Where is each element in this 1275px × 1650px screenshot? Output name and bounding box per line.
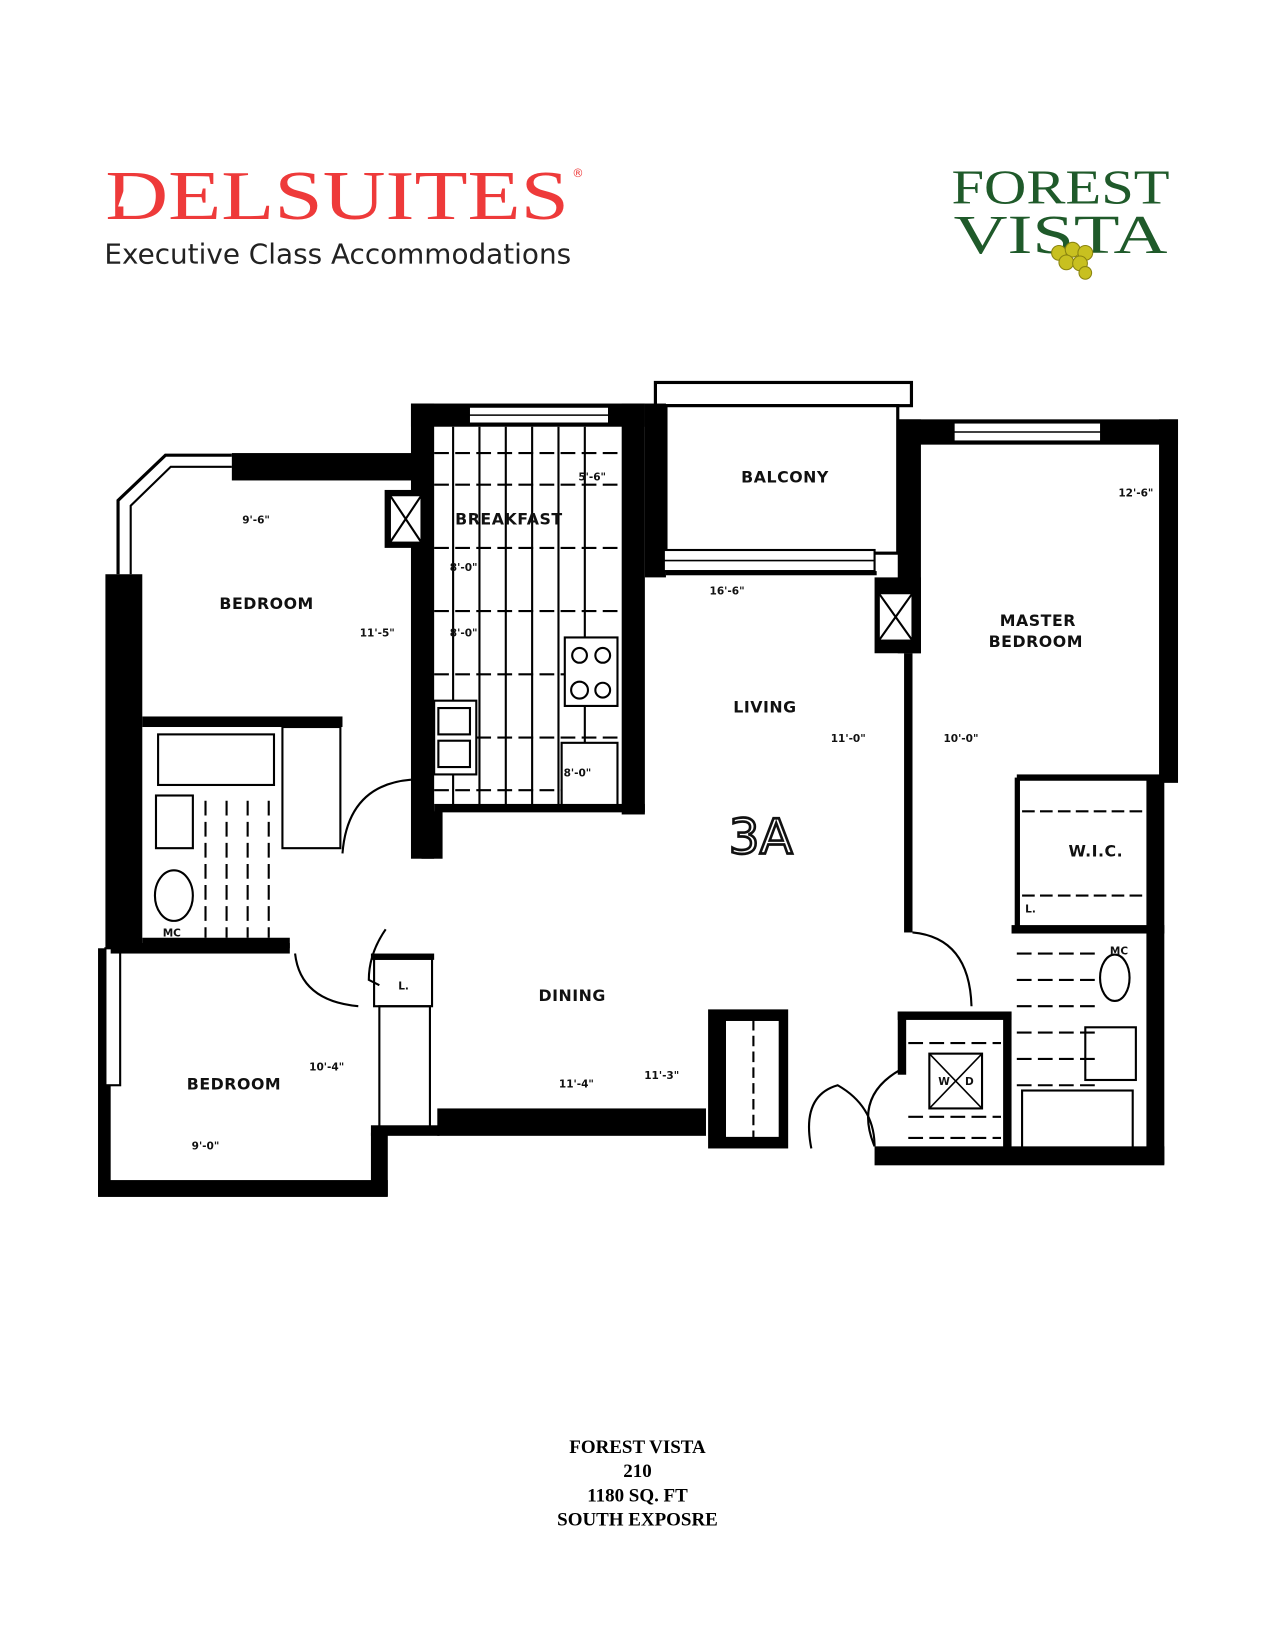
bedroom-1-width: 9'-6": [242, 515, 270, 527]
grapes-icon: [1051, 241, 1094, 280]
delsuites-wordmark: DELSUITES: [105, 158, 569, 235]
registered-mark: ®: [572, 166, 584, 180]
dining-label: DINING: [538, 986, 605, 1005]
wic-label: W.I.C.: [1068, 842, 1123, 861]
linen-label-1: L.: [398, 980, 409, 992]
forest-vista-logo: FOREST VISTA: [951, 161, 1170, 280]
bedroom-2-walls: [98, 943, 388, 1197]
balcony-walls: [644, 380, 914, 578]
footer-exposure: SOUTH EXPOSRE: [557, 1510, 718, 1531]
footer: FOREST VISTA 210 1180 SQ. FT SOUTH EXPOS…: [557, 1437, 718, 1531]
master-width: 12'-6": [1118, 487, 1153, 499]
mc-label-1: MC: [163, 928, 181, 940]
dining-width: 11'-4": [559, 1078, 594, 1090]
master-label-line2: BEDROOM: [989, 632, 1083, 651]
breakfast-dim-2: 8'-0": [450, 562, 478, 574]
bedroom-1-walls: [105, 453, 414, 949]
breakfast-label: BREAKFAST: [455, 510, 563, 529]
bedroom-1-length: 11'-5": [360, 627, 395, 639]
bedroom-1-label: BEDROOM: [219, 594, 313, 613]
mc-label-2: MC: [1110, 946, 1128, 958]
balcony-label: BALCONY: [741, 468, 829, 487]
dining-length: 11'-3": [644, 1070, 679, 1082]
bedroom-2-length: 10'-4": [309, 1061, 344, 1073]
footer-building: FOREST VISTA: [569, 1437, 706, 1458]
living-width: 16'-6": [710, 585, 745, 597]
delsuites-logo: DELSUITES ® Executive Class Accommodatio…: [104, 158, 583, 270]
living-length: 11'-0": [831, 733, 866, 745]
washer-label: W: [938, 1076, 950, 1088]
bedroom-2-label: BEDROOM: [187, 1074, 281, 1093]
delsuites-tagline: Executive Class Accommodations: [104, 239, 571, 270]
breakfast-dim-3: 8'-0": [450, 627, 478, 639]
master-label-line1: MASTER: [1000, 611, 1076, 630]
master-walls: [874, 419, 1179, 1165]
breakfast-walls: [384, 403, 645, 859]
delsuites-delta-icon: [118, 185, 133, 207]
dining-walls: [367, 928, 876, 1149]
master-length: 10'-0": [943, 733, 978, 745]
forest-vista-line1: FOREST: [951, 161, 1169, 214]
breakfast-dim-4: 8'-0": [564, 768, 592, 780]
breakfast-dim-1: 5'-6": [578, 471, 606, 483]
living-label: LIVING: [733, 697, 796, 716]
unit-label: 3A: [729, 809, 793, 865]
floor-plan: BEDROOM 9'-6" 11'-5" BREAKFAST 5'-6" 8'-…: [98, 380, 1179, 1197]
linen-label-2: L.: [1025, 903, 1036, 915]
bedroom-2-width: 9'-0": [192, 1141, 220, 1153]
footer-area: 1180 SQ. FT: [587, 1485, 688, 1506]
dryer-label: D: [965, 1076, 974, 1088]
master-bath: [867, 952, 1165, 1166]
footer-unit-number: 210: [623, 1461, 651, 1482]
